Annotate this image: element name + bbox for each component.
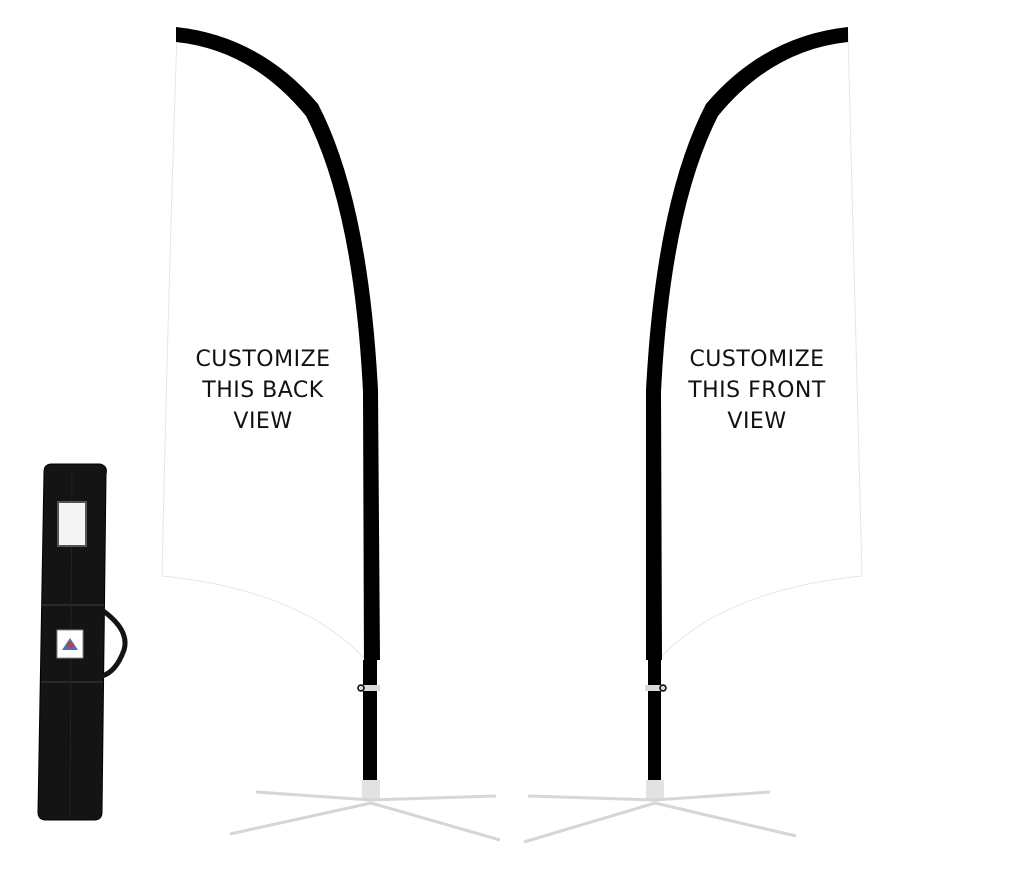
front-view-flag [523, 27, 863, 844]
front-flag-text-line-2: THIS FRONT [688, 378, 826, 403]
back-flag-text-line-1: CUSTOMIZE [195, 347, 331, 372]
back-flag-text: CUSTOMIZE THIS BACK VIEW [168, 344, 358, 437]
bag-label-window [57, 501, 87, 547]
front-flag-text-line-3: VIEW [727, 409, 787, 434]
back-flag-pole [363, 660, 377, 782]
front-flag-text: CUSTOMIZE THIS FRONT VIEW [662, 344, 852, 437]
back-flag-text-line-3: VIEW [233, 409, 293, 434]
front-flag-cross-base [523, 780, 797, 844]
back-view-flag [161, 27, 501, 842]
back-flag-text-line-2: THIS BACK [202, 378, 324, 403]
back-flag-cross-base [229, 780, 501, 842]
front-flag-pole [648, 660, 661, 782]
front-flag-text-line-1: CUSTOMIZE [689, 347, 825, 372]
bag-handle [100, 607, 128, 679]
carry-bag [37, 463, 128, 821]
